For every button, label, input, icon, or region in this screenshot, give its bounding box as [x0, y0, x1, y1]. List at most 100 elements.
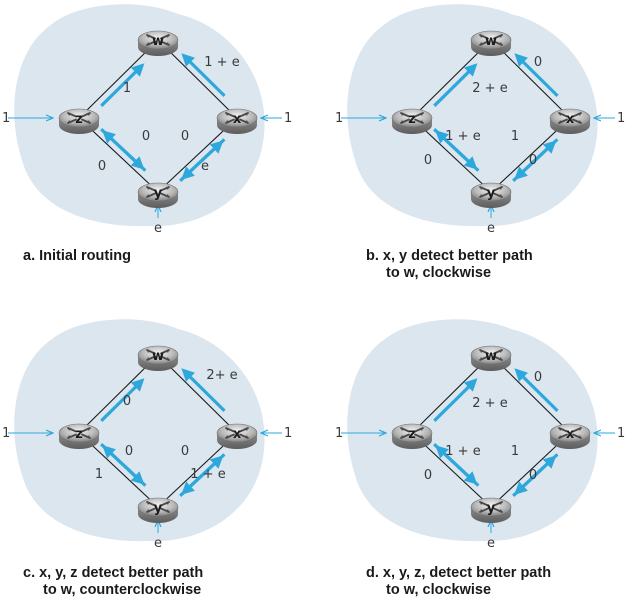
- flow-arrow-z-w: [433, 63, 478, 107]
- router-w-icon: w: [470, 345, 512, 372]
- cost-label-xy-out: 0: [529, 468, 537, 483]
- cost-label-xy-out: 1 + e: [190, 467, 225, 482]
- cost-label-zy-out: 0: [98, 159, 106, 174]
- caption-b-line1: b. x, y detect better path: [366, 248, 533, 264]
- node-label-x: x: [566, 427, 575, 442]
- router-w-icon: w: [137, 30, 179, 57]
- ext-label-x: 1: [284, 426, 292, 441]
- ext-label-z: 1: [2, 111, 10, 126]
- router-z-icon: z: [391, 423, 433, 450]
- router-y-icon: y: [137, 182, 179, 209]
- cost-label-zy-in: 1 + e: [445, 129, 480, 144]
- flow-arrow-z-y: [433, 128, 478, 170]
- node-label-x: x: [566, 112, 575, 127]
- flow-arrow-x-w: [514, 368, 559, 412]
- router-x-icon: x: [216, 423, 258, 450]
- ext-label-y: e: [487, 536, 495, 551]
- node-label-z: z: [408, 427, 416, 442]
- cost-label-xy-in: 1: [511, 129, 519, 144]
- node-label-x: x: [233, 112, 242, 127]
- cost-label-xy-in: 0: [181, 444, 189, 459]
- caption-d-line2: to w, clockwise: [386, 582, 492, 598]
- node-label-z: z: [75, 427, 83, 442]
- flow-arrow-z-y: [100, 443, 145, 485]
- cost-label-zw: 1: [123, 81, 131, 96]
- cloud: [347, 4, 598, 227]
- flow-arrows: [100, 368, 226, 497]
- cost-label-xy-out: 0: [529, 153, 537, 168]
- flow-arrow-x-y: [514, 453, 559, 495]
- caption-a-line1: a. Initial routing: [23, 248, 131, 264]
- node-label-w: w: [152, 349, 164, 364]
- caption-c-line2: to w, counterclockwise: [43, 582, 202, 598]
- router-y-icon: y: [137, 497, 179, 524]
- cost-label-zy-out: 0: [424, 153, 432, 168]
- flow-arrow-x-y: [181, 138, 226, 180]
- cost-label-xy-out: e: [201, 159, 209, 174]
- flow-arrow-z-y: [433, 443, 478, 485]
- caption-c-line1: c. x, y, z detect better path: [23, 565, 204, 581]
- router-w-icon: w: [470, 30, 512, 57]
- cost-label-xw: 0: [534, 370, 542, 385]
- router-z-icon: z: [391, 108, 433, 135]
- ext-label-z: 1: [2, 426, 10, 441]
- flow-arrow-x-w: [514, 53, 559, 97]
- ext-label-y: e: [154, 536, 162, 551]
- ext-label-x: 1: [617, 111, 625, 126]
- flow-arrow-z-w: [100, 378, 145, 422]
- flow-arrow-x-w: [181, 368, 226, 412]
- caption-b-line2: to w, clockwise: [386, 265, 492, 281]
- node-label-y: y: [154, 186, 163, 201]
- cost-label-zy-in: 1 + e: [445, 444, 480, 459]
- router-x-icon: x: [549, 423, 591, 450]
- cost-label-xw: 1 + e: [204, 55, 239, 70]
- flow-arrow-x-w: [181, 53, 226, 97]
- caption-d-line1: d. x, y, z, detect better path: [366, 565, 552, 581]
- cost-label-zy-out: 1: [95, 467, 103, 482]
- flow-arrow-x-y: [181, 453, 226, 495]
- flow-arrows: [100, 53, 226, 182]
- node-label-y: y: [487, 186, 496, 201]
- router-y-icon: y: [470, 182, 512, 209]
- cloud: [347, 319, 598, 542]
- caption-b: b. x, y detect better path to w, clockwi…: [366, 248, 533, 282]
- cost-label-xw: 0: [534, 55, 542, 70]
- caption-d: d. x, y, z, detect better path to w, clo…: [366, 565, 551, 599]
- router-w-icon: w: [137, 345, 179, 372]
- router-x-icon: x: [216, 108, 258, 135]
- flow-arrow-z-w: [100, 63, 145, 107]
- ext-label-z: 1: [335, 426, 343, 441]
- cost-label-zy-in: 0: [142, 129, 150, 144]
- cost-label-xy-in: 1: [511, 444, 519, 459]
- cost-label-xy-in: 0: [181, 129, 189, 144]
- ext-label-z: 1: [335, 111, 343, 126]
- cloud: [14, 4, 265, 227]
- node-label-y: y: [487, 501, 496, 516]
- flow-arrows: [433, 368, 559, 497]
- node-label-w: w: [152, 34, 164, 49]
- router-z-icon: z: [58, 108, 100, 135]
- ext-label-x: 1: [284, 111, 292, 126]
- node-label-x: x: [233, 427, 242, 442]
- cost-label-xw: 2+ e: [206, 368, 237, 383]
- node-label-w: w: [485, 34, 497, 49]
- cost-label-zy-in: 0: [125, 444, 133, 459]
- router-z-icon: z: [58, 423, 100, 450]
- node-label-z: z: [408, 112, 416, 127]
- ext-label-y: e: [487, 221, 495, 236]
- node-label-z: z: [75, 112, 83, 127]
- router-x-icon: x: [549, 108, 591, 135]
- cloud: [14, 319, 265, 542]
- caption-a: a. Initial routing: [23, 248, 131, 265]
- ext-label-y: e: [154, 221, 162, 236]
- flow-arrow-x-y: [514, 138, 559, 180]
- flow-arrow-z-w: [433, 378, 478, 422]
- flow-arrow-z-y: [100, 128, 145, 170]
- router-y-icon: y: [470, 497, 512, 524]
- cost-label-zw: 0: [123, 394, 131, 409]
